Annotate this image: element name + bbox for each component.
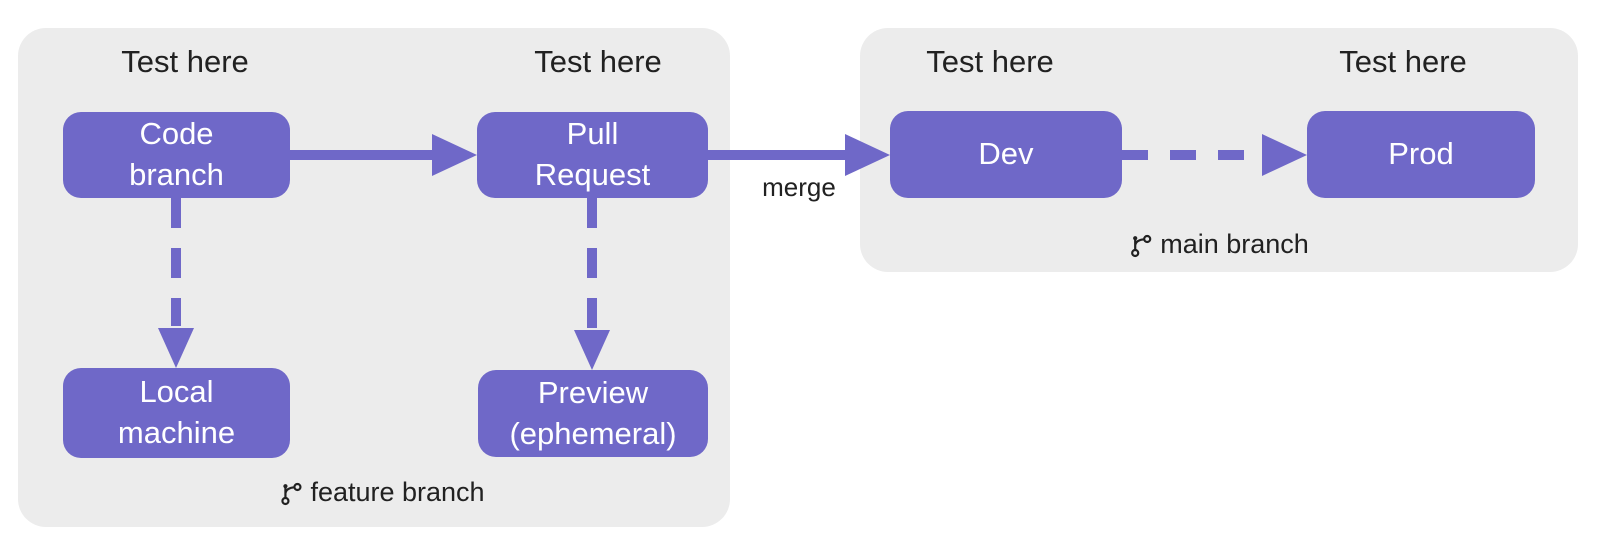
git-branch-icon	[1129, 231, 1153, 259]
test-here-label-prod: Test here	[1339, 44, 1467, 79]
node-prod: Prod	[1307, 111, 1535, 198]
arrow-shaft	[171, 198, 181, 326]
node-dev: Dev	[890, 111, 1122, 198]
main-branch-label: main branch	[1129, 229, 1309, 260]
node-pull-request: Pull Request	[477, 112, 708, 198]
feature-branch-label-text: feature branch	[310, 477, 485, 507]
arrow-shaft	[587, 198, 597, 328]
main-branch-label-text: main branch	[1160, 229, 1309, 259]
arrowhead-down-icon	[574, 330, 610, 370]
test-here-label-pull-request: Test here	[534, 44, 662, 79]
arrowhead-down-icon	[158, 328, 194, 368]
arrowhead-right-icon	[845, 134, 890, 176]
merge-edge-label: merge	[762, 172, 836, 202]
arrowhead-right-icon	[1262, 134, 1307, 176]
arrow-shaft	[290, 150, 434, 160]
node-preview-ephemeral: Preview (ephemeral)	[478, 370, 708, 457]
test-here-label-dev: Test here	[926, 44, 1054, 79]
arrow-shaft	[708, 150, 847, 160]
arrow-shaft	[1122, 150, 1262, 160]
git-branch-icon	[279, 479, 303, 507]
arrowhead-right-icon	[432, 134, 477, 176]
node-local-machine: Local machine	[63, 368, 290, 458]
node-code-branch: Code branch	[63, 112, 290, 198]
feature-branch-label: feature branch	[279, 477, 485, 508]
test-here-label-code-branch: Test here	[121, 44, 249, 79]
